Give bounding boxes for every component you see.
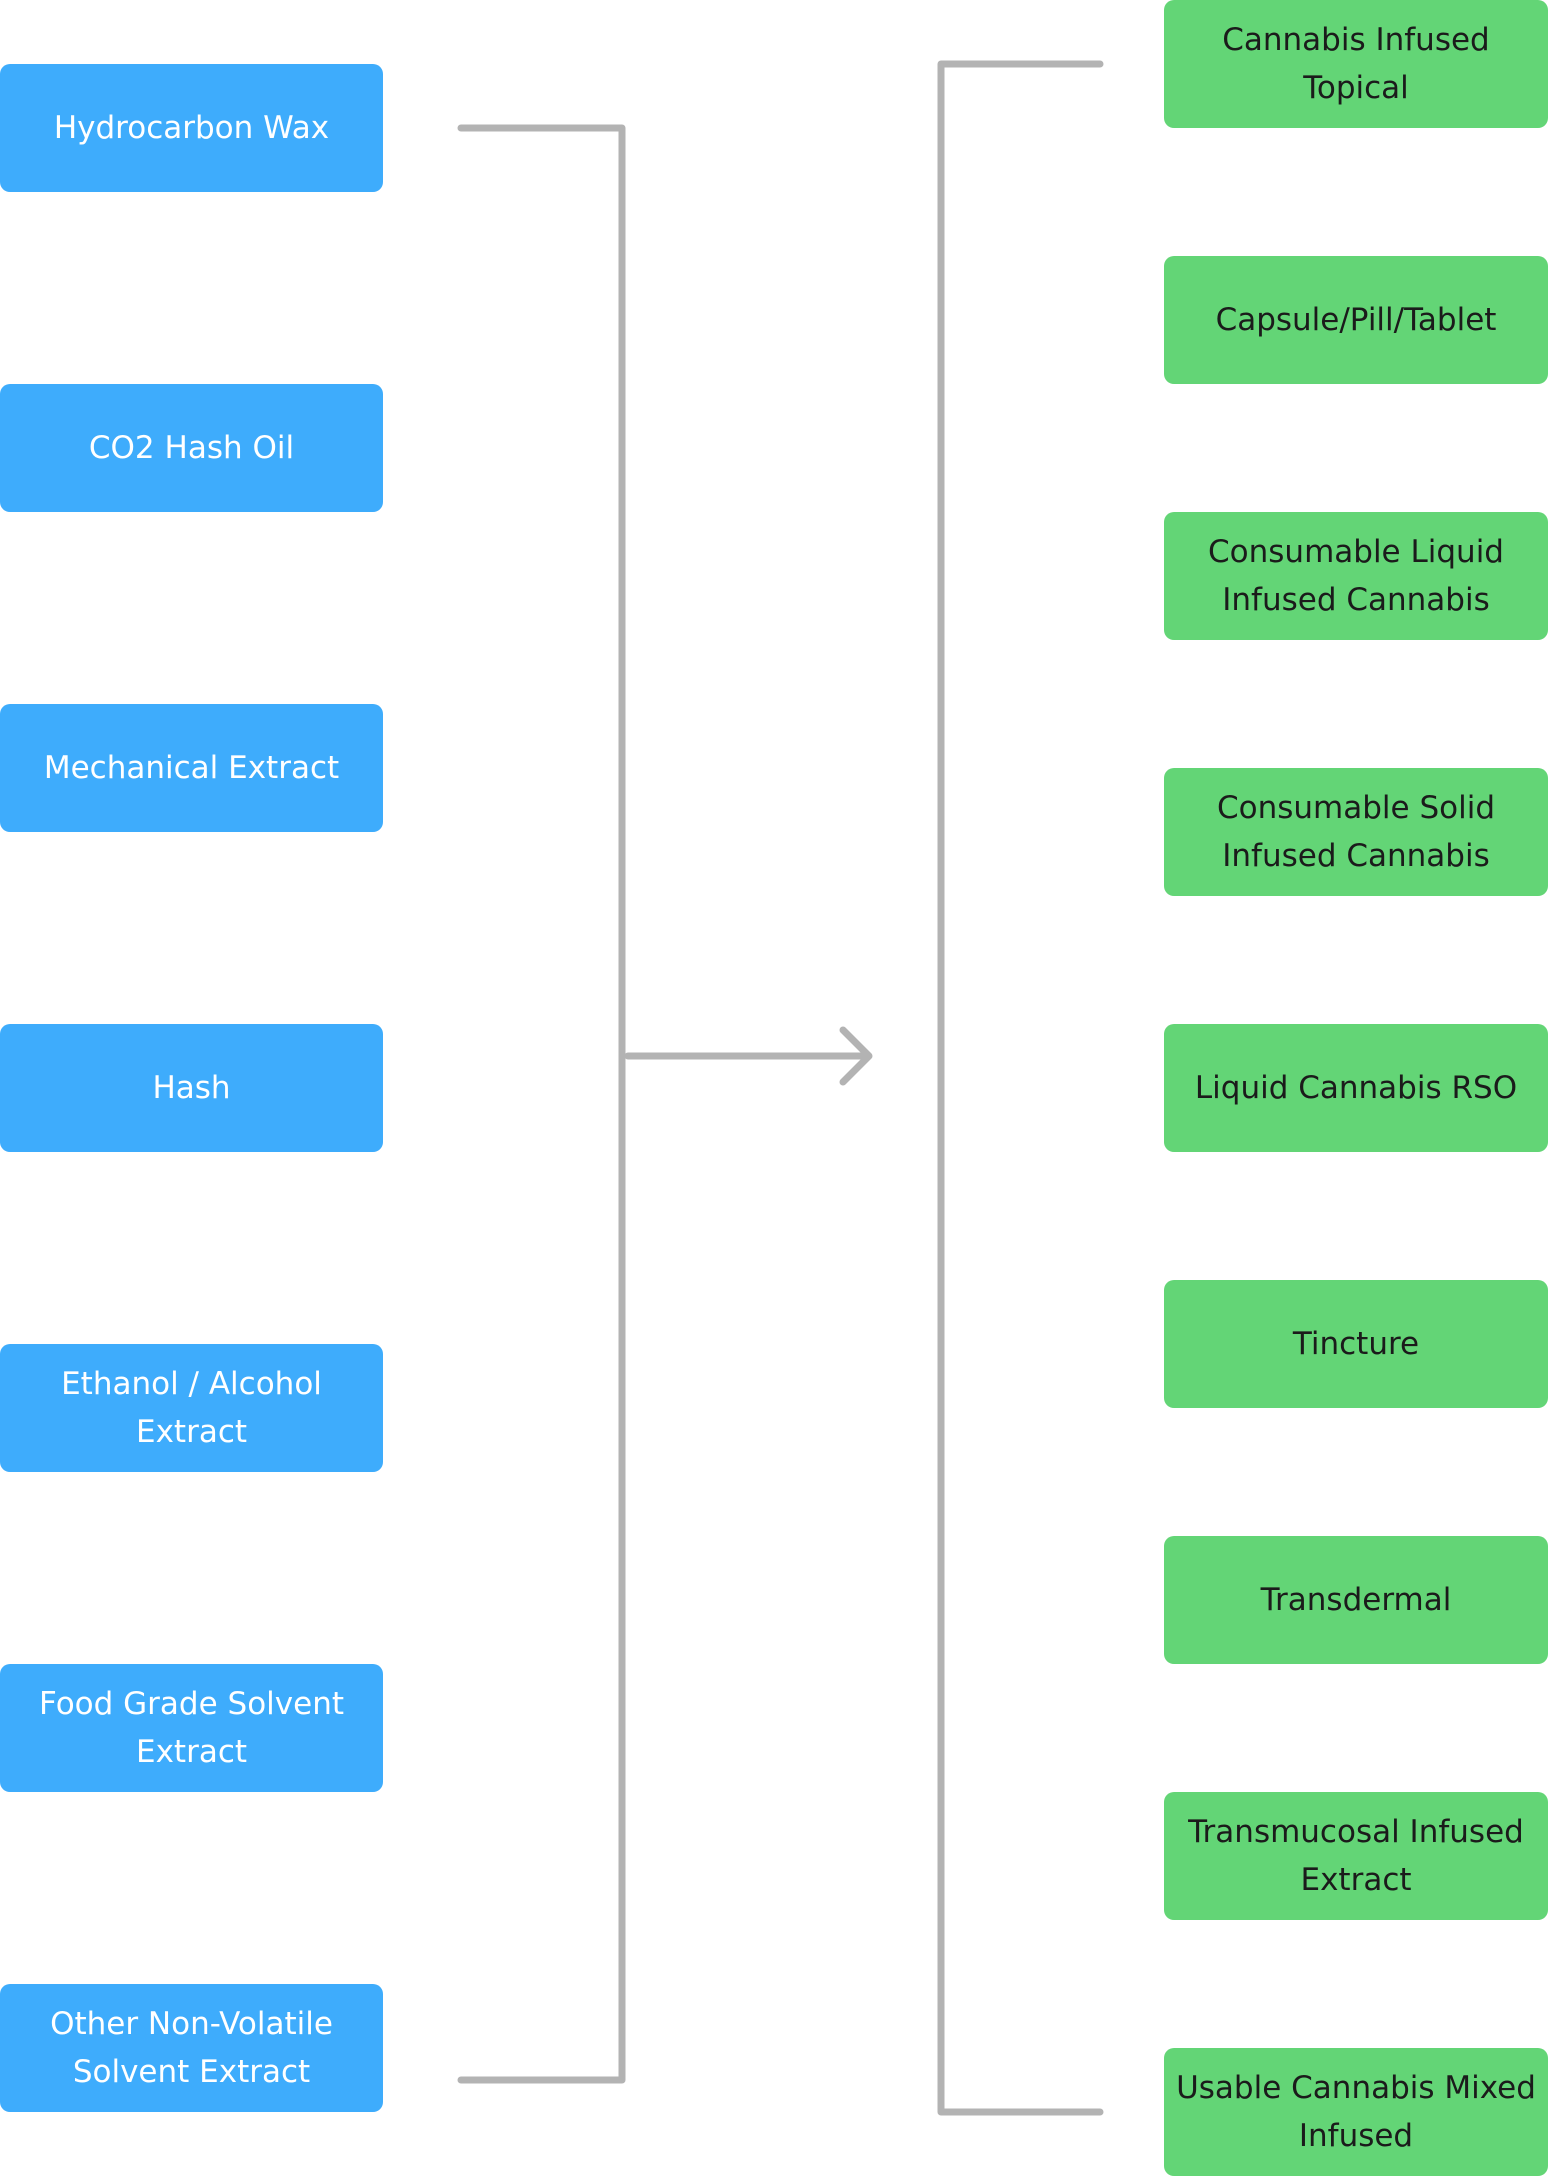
arrow-head-icon xyxy=(839,1026,873,1086)
source-node-hydrocarbon-wax: Hydrocarbon Wax xyxy=(0,64,383,192)
source-node-label: Hydrocarbon Wax xyxy=(53,110,330,146)
target-node-label: Transdermal xyxy=(1260,1582,1452,1618)
target-node-consumable-liquid-infused-cannabis: Consumable Liquid Infused Cannabis xyxy=(1164,512,1548,640)
target-node-transdermal: Transdermal xyxy=(1164,1536,1548,1664)
source-node-ethanol-alcohol-extract: Ethanol / Alcohol Extract xyxy=(0,1344,383,1472)
source-node-label: CO2 Hash Oil xyxy=(88,430,295,466)
target-node-label: Tincture xyxy=(1292,1326,1420,1362)
source-node-food-grade-solvent-extract: Food Grade Solvent Extract xyxy=(0,1664,383,1792)
target-node-liquid-cannabis-rso: Liquid Cannabis RSO xyxy=(1164,1024,1548,1152)
source-node-label: Ethanol / Alcohol Extract xyxy=(61,1366,322,1450)
source-node-hash: Hash xyxy=(0,1024,383,1152)
target-node-tincture: Tincture xyxy=(1164,1280,1548,1408)
target-node-label: Consumable Liquid Infused Cannabis xyxy=(1208,534,1504,618)
source-node-label: Hash xyxy=(152,1070,231,1106)
target-node-label: Cannabis Infused Topical xyxy=(1222,22,1490,106)
source-bracket xyxy=(457,124,626,2084)
source-node-label: Mechanical Extract xyxy=(43,750,340,786)
target-node-consumable-solid-infused-cannabis: Consumable Solid Infused Cannabis xyxy=(1164,768,1548,896)
target-node-label: Consumable Solid Infused Cannabis xyxy=(1216,790,1496,874)
target-node-capsule-pill-tablet: Capsule/Pill/Tablet xyxy=(1164,256,1548,384)
target-node-usable-cannabis-mixed-infused: Usable Cannabis Mixed Infused xyxy=(1164,2048,1548,2176)
target-node-label: Usable Cannabis Mixed Infused xyxy=(1176,2070,1536,2154)
source-node-other-non-volatile-solvent-extract: Other Non-Volatile Solvent Extract xyxy=(0,1984,383,2112)
target-bracket xyxy=(937,60,1104,2116)
target-node-transmucosal-infused-extract: Transmucosal Infused Extract xyxy=(1164,1792,1548,1920)
source-node-label: Other Non-Volatile Solvent Extract xyxy=(50,2006,333,2090)
source-node-co2-hash-oil: CO2 Hash Oil xyxy=(0,384,383,512)
source-node-mechanical-extract: Mechanical Extract xyxy=(0,704,383,832)
target-node-cannabis-infused-topical: Cannabis Infused Topical xyxy=(1164,0,1548,128)
target-node-label: Capsule/Pill/Tablet xyxy=(1215,302,1497,338)
target-node-label: Transmucosal Infused Extract xyxy=(1188,1814,1524,1898)
target-node-label: Liquid Cannabis RSO xyxy=(1194,1070,1518,1106)
source-node-label: Food Grade Solvent Extract xyxy=(38,1686,345,1770)
